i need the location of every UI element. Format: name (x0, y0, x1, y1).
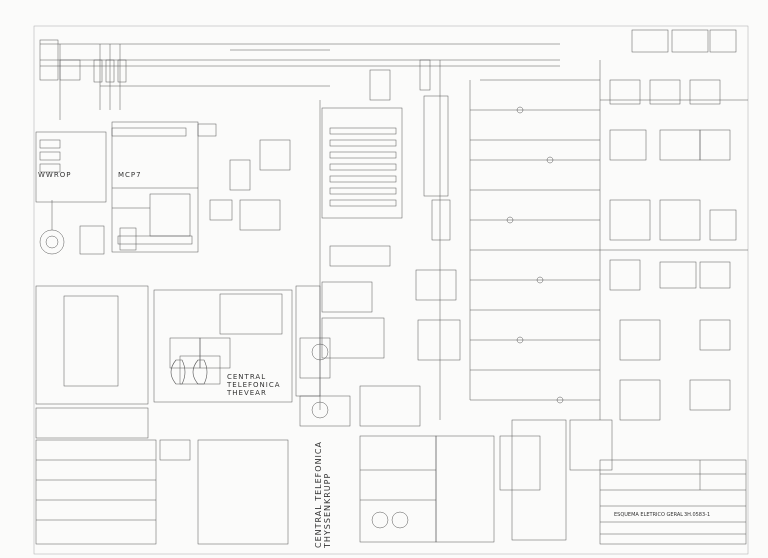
thevear-title-line1: CENTRAL (227, 373, 267, 381)
thevear-title-line3: THEVEAR (227, 389, 267, 397)
thyssen-title-line2: THYSSENKRUPP (323, 472, 332, 548)
mcp-label: MCP7 (118, 171, 142, 179)
thyssen-title-line1: CENTRAL TELEFONICA (314, 441, 323, 548)
wwrop-label: WWROP (38, 171, 72, 179)
thevear-title-line2: TELEFONICA (227, 381, 281, 389)
thyssen-title: CENTRAL TELEFONICA THYSSENKRUPP (314, 441, 332, 548)
title-block-company: ESQUEMA ELETRICO GERAL (614, 512, 684, 518)
title-block-drawing-no: 3H.0583-1 (684, 512, 711, 518)
